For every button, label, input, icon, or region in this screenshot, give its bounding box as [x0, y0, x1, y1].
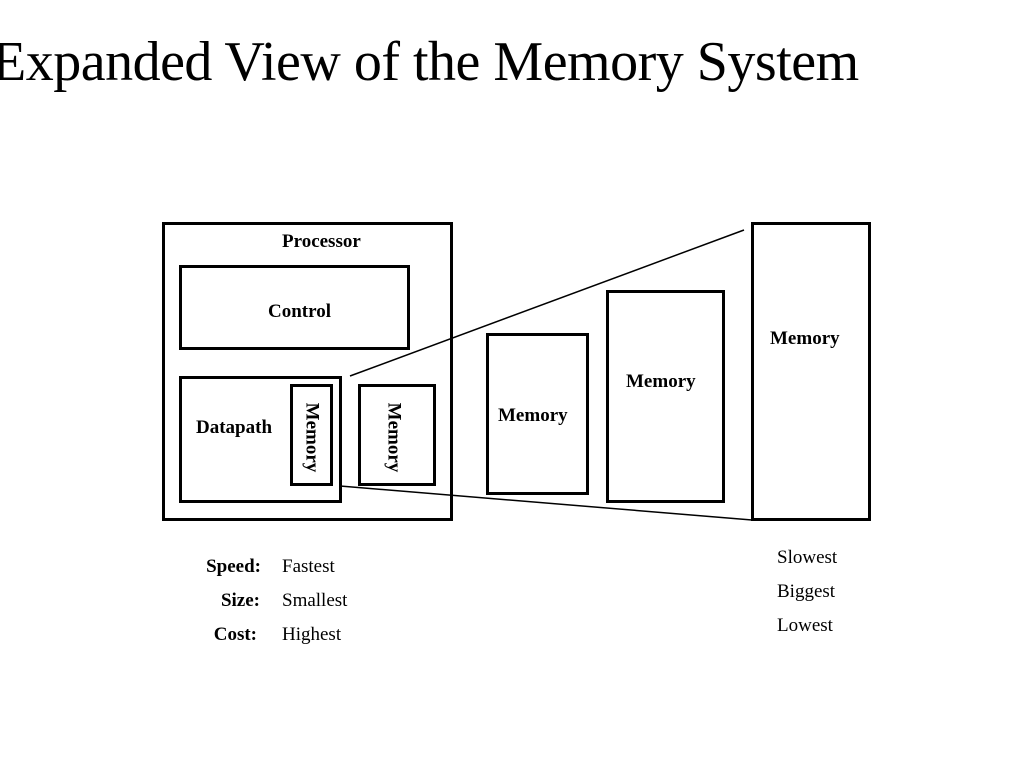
cost-value: Highest [282, 624, 342, 645]
expansion-line-bottom [339, 485, 753, 521]
memory-level-3-label: Memory [770, 328, 840, 349]
size-key: Size: [220, 590, 260, 611]
cost-value-lowest: Lowest [777, 615, 833, 636]
expansion-line-top [349, 229, 745, 377]
datapath-box [179, 376, 342, 503]
slide-title: Expanded View of the Memory System [0, 31, 859, 93]
memory-level-2-box [606, 290, 725, 503]
memory-level-3-box [751, 222, 871, 521]
control-label: Control [268, 301, 331, 322]
cost-key: Cost: [213, 624, 257, 645]
speed-key: Speed: [206, 556, 261, 577]
datapath-label: Datapath [196, 417, 273, 438]
memory-level-1-label: Memory [498, 405, 568, 426]
memory-level-1-box [486, 333, 589, 495]
speed-value: Fastest [282, 556, 335, 577]
processor-label: Processor [282, 231, 361, 252]
datapath-memory-box [290, 384, 333, 486]
control-box [179, 265, 410, 350]
size-value-biggest: Biggest [777, 581, 836, 602]
size-value: Smallest [282, 590, 348, 611]
speed-value-slowest: Slowest [777, 547, 838, 568]
onchip-memory-box [358, 384, 436, 486]
datapath-memory-label: Memory [301, 402, 323, 473]
processor-box [162, 222, 453, 521]
onchip-memory-label: Memory [383, 402, 405, 473]
memory-level-2-label: Memory [626, 371, 696, 392]
